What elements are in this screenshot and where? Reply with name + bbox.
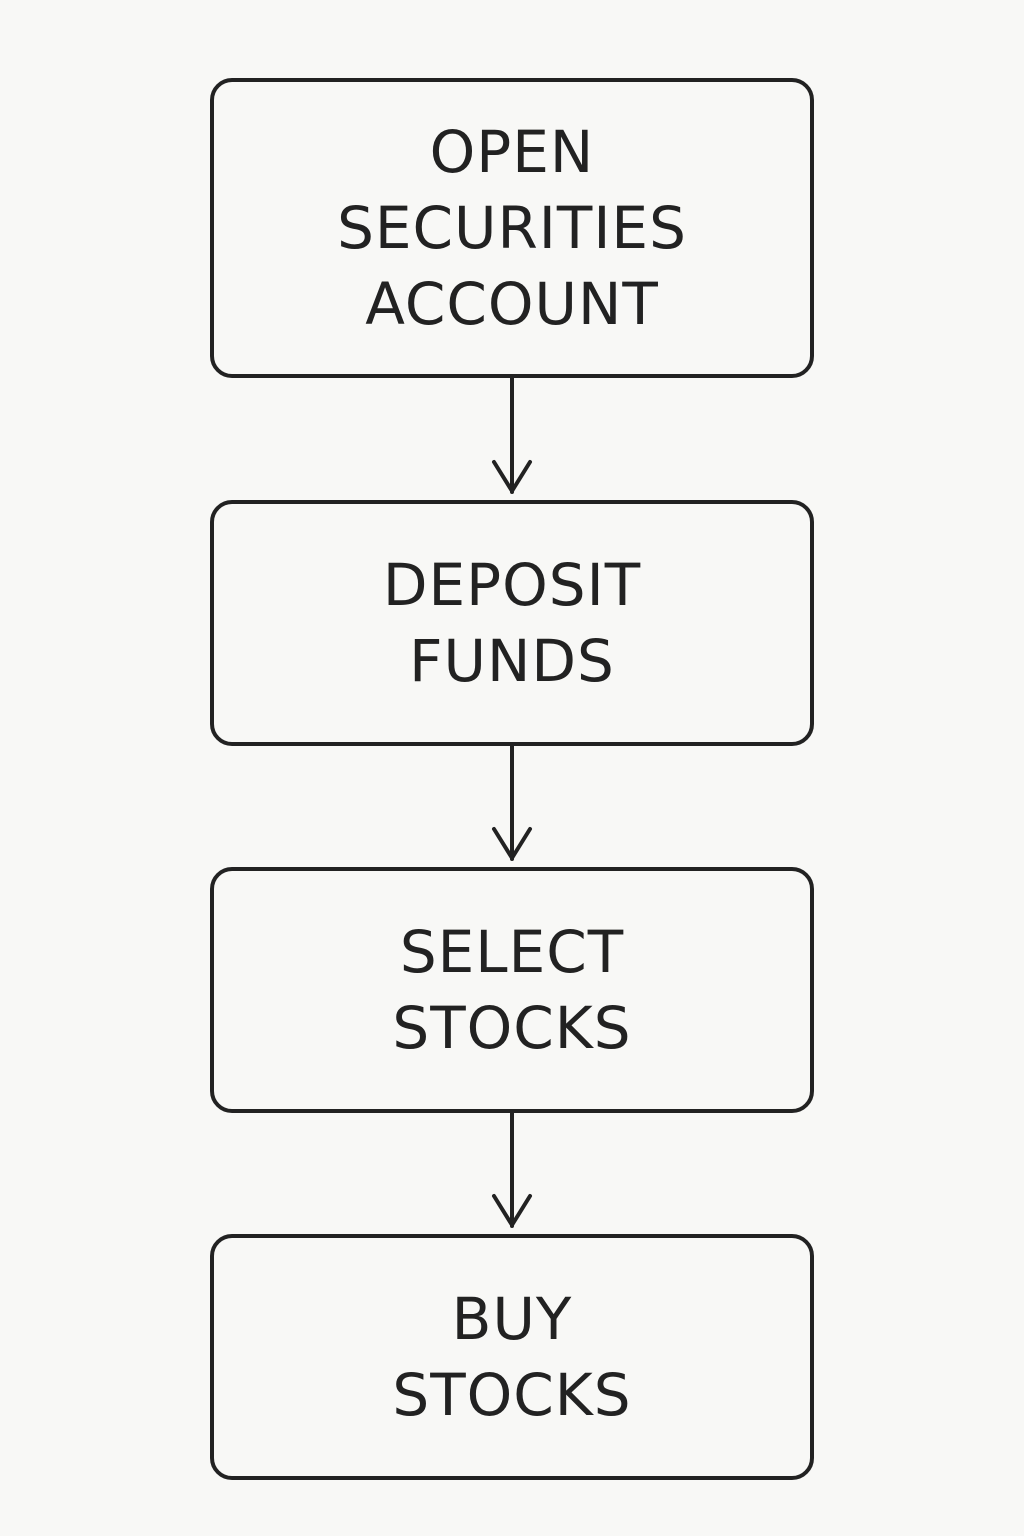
step-label-line: DEPOSIT: [382, 551, 642, 619]
step-label-line: STOCKS: [392, 994, 632, 1062]
step-label-line: STOCKS: [392, 1361, 632, 1429]
step-label-line: OPEN: [429, 118, 595, 186]
step-label-line: ACCOUNT: [365, 270, 659, 338]
step-label-line: SELECT: [399, 918, 625, 986]
step-label-line: FUNDS: [409, 627, 615, 695]
arrow-2-to-3: [492, 744, 532, 861]
step-buy-stocks: BUY STOCKS: [210, 1234, 814, 1480]
step-select-stocks: SELECT STOCKS: [210, 867, 814, 1113]
step-label-line: SECURITIES: [337, 194, 687, 262]
arrow-3-to-4: [492, 1111, 532, 1228]
step-deposit-funds: DEPOSIT FUNDS: [210, 500, 814, 746]
step-label-line: BUY: [451, 1285, 573, 1353]
arrow-1-to-2: [492, 376, 532, 494]
step-open-securities-account: OPEN SECURITIES ACCOUNT: [210, 78, 814, 378]
